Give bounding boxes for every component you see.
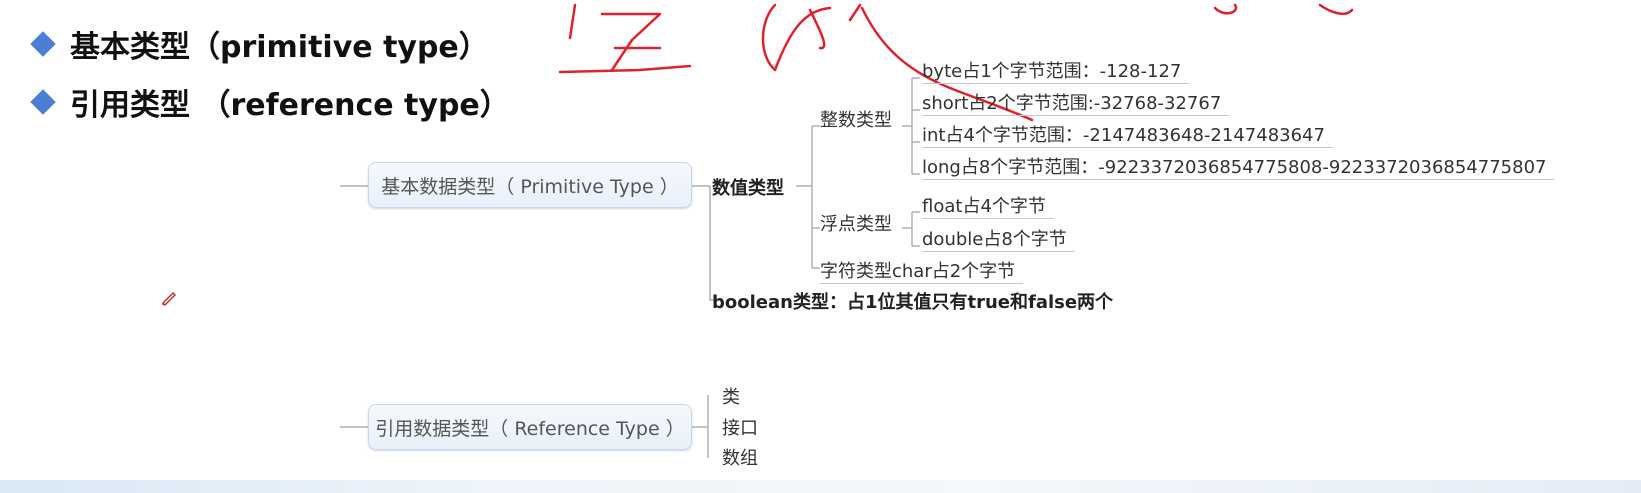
float-type-node: 浮点类型	[820, 214, 892, 235]
leaf-int: int占4个字节范围：-2147483648-2147483647	[922, 121, 1333, 148]
leaf-short: short占2个字节范围:-32768-32767	[922, 89, 1230, 116]
char-type-node: 字符类型char占2个字节	[820, 257, 1024, 284]
bullet-primitive-type: 基本类型（primitive type）	[30, 22, 489, 66]
reference-root-label: 引用数据类型（ Reference Type ）	[375, 417, 685, 440]
leaf-long: long占8个字节范围：-9223372036854775808-9223372…	[922, 153, 1555, 180]
diamond-bullet-icon	[30, 31, 56, 57]
leaf-byte: byte占1个字节范围：-128-127	[922, 57, 1190, 84]
bullet-reference-type: 引用类型 （reference type）	[30, 80, 510, 124]
red-annotation-strokes	[558, 3, 1354, 122]
reference-leaf-array: 数组	[722, 448, 758, 469]
pen-icon	[162, 292, 176, 306]
reference-type-root-node[interactable]: 引用数据类型（ Reference Type ）	[368, 404, 692, 450]
leaf-double: double占8个字节	[922, 225, 1075, 252]
primitive-root-label: 基本数据类型（ Primitive Type ）	[381, 175, 679, 198]
numeric-type-node: 数值类型	[712, 178, 784, 199]
footer-decoration	[0, 480, 1641, 493]
bullet-text-primitive: 基本类型（primitive type）	[70, 30, 489, 65]
integer-type-node: 整数类型	[820, 110, 892, 131]
reference-leaf-class: 类	[722, 387, 740, 408]
leaf-float: float占4个字节	[922, 192, 1054, 219]
primitive-type-root-node[interactable]: 基本数据类型（ Primitive Type ）	[368, 162, 692, 208]
bullet-text-reference: 引用类型 （reference type）	[70, 88, 510, 123]
diamond-bullet-icon	[30, 89, 56, 115]
reference-leaf-interface: 接口	[722, 418, 758, 439]
boolean-type-node: boolean类型：占1位其值只有true和false两个	[712, 292, 1114, 313]
